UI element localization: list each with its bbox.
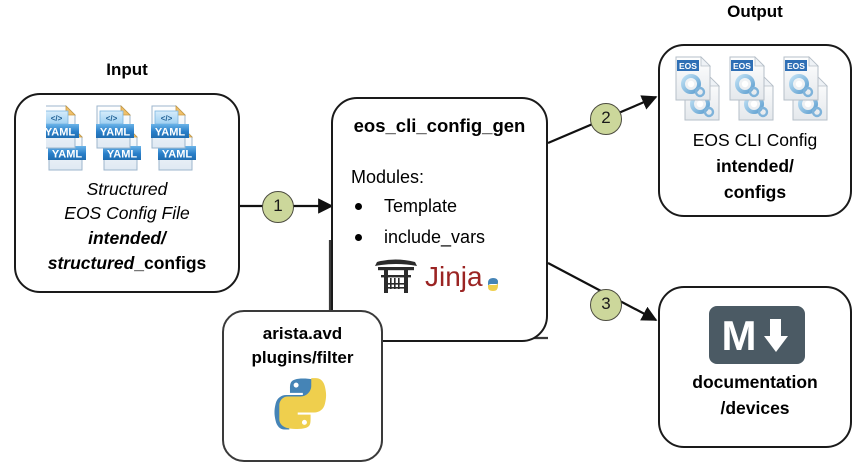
input-caption: Input [106, 60, 148, 79]
eos-icon-cluster: EOS [674, 55, 840, 122]
svg-text:Jinja: Jinja [425, 261, 483, 292]
docs-box[interactable]: M documentation /devices [658, 286, 852, 448]
module-item-template: Template [355, 196, 457, 217]
output-line-2: intended/ [716, 156, 794, 176]
output-line-3: configs [723, 182, 787, 202]
center-box[interactable]: eos_cli_config_gen Modules: Template inc… [331, 97, 548, 342]
input-line-2: EOS Config File [64, 203, 190, 223]
input-line-4: structured_configs [16, 253, 238, 275]
output-box[interactable]: EOS EOS CLI Config intended/ co [658, 44, 852, 217]
plugins-box[interactable]: arista.avd plugins/filter [222, 310, 383, 462]
yaml-icon-cluster: </> YAML [40, 103, 216, 173]
input-line-4-italic: structured [47, 253, 135, 273]
input-box[interactable]: </> YAML Structured EOS Config File inte… [14, 93, 240, 293]
python-logo [273, 376, 335, 443]
docs-line-1: documentation [692, 372, 818, 392]
jinja-logo: Jinja [375, 256, 503, 301]
step-circle-2[interactable]: 2 [590, 103, 622, 135]
center-box-title: eos_cli_config_gen [353, 115, 526, 136]
output-line-1: EOS CLI Config [692, 130, 818, 150]
docs-line-2: /devices [720, 398, 790, 418]
bullet-icon [355, 203, 362, 210]
svg-text:M: M [722, 312, 757, 359]
module-item-include-vars: include_vars [355, 227, 485, 248]
input-line-4-rest: _configs [134, 253, 207, 273]
step-circle-1[interactable]: 1 [262, 191, 294, 223]
modules-label: Modules: [351, 167, 425, 187]
input-line-1: Structured [86, 179, 168, 199]
module-label: include_vars [384, 227, 486, 247]
module-label: Template [384, 196, 458, 216]
input-line-3: intended/ [88, 228, 166, 248]
bullet-icon [355, 234, 362, 241]
plugins-line-2: plugins/filter [251, 348, 354, 367]
plugins-line-1: arista.avd [262, 324, 343, 343]
step-circle-3[interactable]: 3 [590, 289, 622, 321]
yaml-icons-svg: </> YAML [40, 105, 197, 171]
markdown-logo: M [709, 306, 805, 369]
output-caption: Output [727, 2, 783, 21]
